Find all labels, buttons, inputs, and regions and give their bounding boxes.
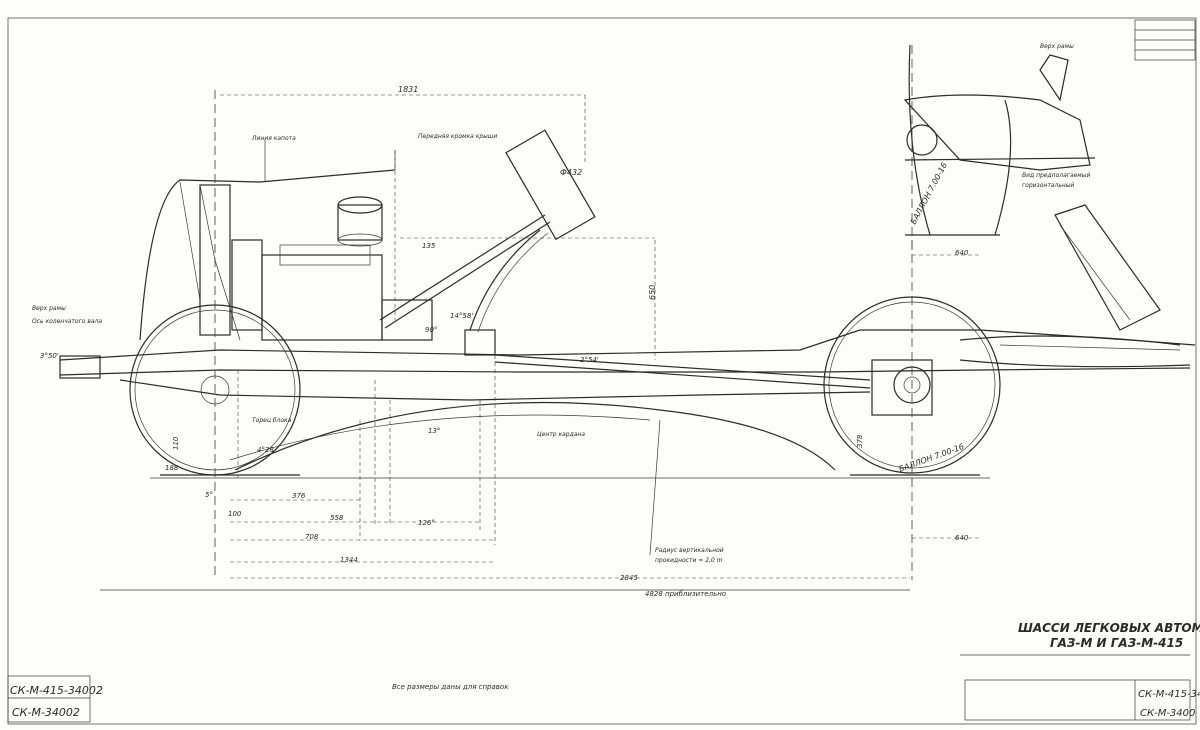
dim-708: 708 bbox=[305, 533, 319, 541]
label-center-mass: Центр кардана bbox=[537, 431, 585, 438]
dim-1260: 126° bbox=[418, 519, 435, 527]
bottom-note: Все размеры даны для справок bbox=[392, 683, 509, 691]
dim-1344: 1344 bbox=[340, 556, 358, 564]
steering-wheel bbox=[505, 129, 596, 241]
label-tire-rear: БАЛЛОН 7.00-16 bbox=[898, 442, 966, 474]
engine bbox=[199, 184, 496, 356]
dimension-lines bbox=[100, 90, 980, 591]
dim-4828: 4828 приблизительно bbox=[645, 590, 726, 598]
sheet-border bbox=[7, 17, 1197, 725]
label-frame-top: Верх рамы bbox=[32, 305, 66, 312]
drawing-title-2: ГАЗ-М И ГАЗ-М-415 bbox=[1050, 636, 1183, 650]
code-left-1: СК-М-415-34002 bbox=[10, 684, 103, 697]
dim-378: 378 bbox=[856, 434, 864, 448]
label-spare-frame: Верх рамы bbox=[1040, 43, 1074, 50]
dim-90: 90° bbox=[425, 326, 437, 334]
dim-650: 650 bbox=[648, 285, 657, 300]
dim-376: 376 bbox=[292, 492, 306, 500]
dim-558: 558 bbox=[330, 514, 344, 522]
label-tire-spare: БАЛЛОН 7.00-16 bbox=[909, 161, 949, 226]
dim-640b: 640 bbox=[955, 534, 969, 542]
dim-432: Ф432 bbox=[560, 168, 582, 177]
label-front-end: Торец блока bbox=[252, 417, 292, 424]
code-right-1: СК-М-415-34 bbox=[1138, 689, 1200, 700]
label-roof-line: Передняя кромка крыши bbox=[418, 133, 497, 140]
dim-1458: 14°58' bbox=[450, 312, 473, 320]
dim-640: 640 bbox=[955, 249, 969, 257]
frame bbox=[59, 329, 1196, 471]
spare-tire-rotated bbox=[1054, 204, 1161, 331]
label-spare-note: Вид предполагаемый bbox=[1022, 172, 1091, 179]
dim-264: 2°54' bbox=[580, 356, 599, 364]
dim-1831: 1831 bbox=[398, 85, 418, 94]
label-front-axle: Ось коленчатого вала bbox=[32, 318, 102, 325]
dim-135: 135 bbox=[422, 242, 436, 250]
left-stamp bbox=[7, 675, 91, 723]
dim-188: 188 bbox=[165, 464, 179, 472]
label-radius-note2: прокидности ≈ 2,0 m bbox=[655, 557, 723, 564]
label-hood-line: Линия капота bbox=[251, 135, 296, 142]
dim-110: 110 bbox=[172, 436, 180, 450]
label-spare-note2: горизонтальный bbox=[1022, 182, 1075, 189]
dim-13: 13° bbox=[428, 427, 440, 435]
dim-5: 5° bbox=[205, 491, 213, 499]
code-left-2: СК-М-34002 bbox=[12, 706, 80, 719]
code-right-2: СК-М-3400 bbox=[1140, 708, 1195, 719]
dim-3050: 3°50' bbox=[40, 352, 59, 360]
dim-2845: 2845 bbox=[620, 574, 638, 582]
label-radius-note: Радиус вертикальной bbox=[655, 547, 724, 554]
driveshaft bbox=[494, 354, 871, 389]
steering-assembly bbox=[379, 129, 596, 333]
title-block bbox=[960, 19, 1196, 721]
dim-4628: 4°28 bbox=[257, 446, 274, 454]
drawing-title-1: ШАССИ ЛЕГКОВЫХ АВТОМОБИЛЕЙ bbox=[1018, 620, 1200, 635]
dim-100: 100 bbox=[228, 510, 242, 518]
spare-wheel-view bbox=[903, 44, 1096, 255]
